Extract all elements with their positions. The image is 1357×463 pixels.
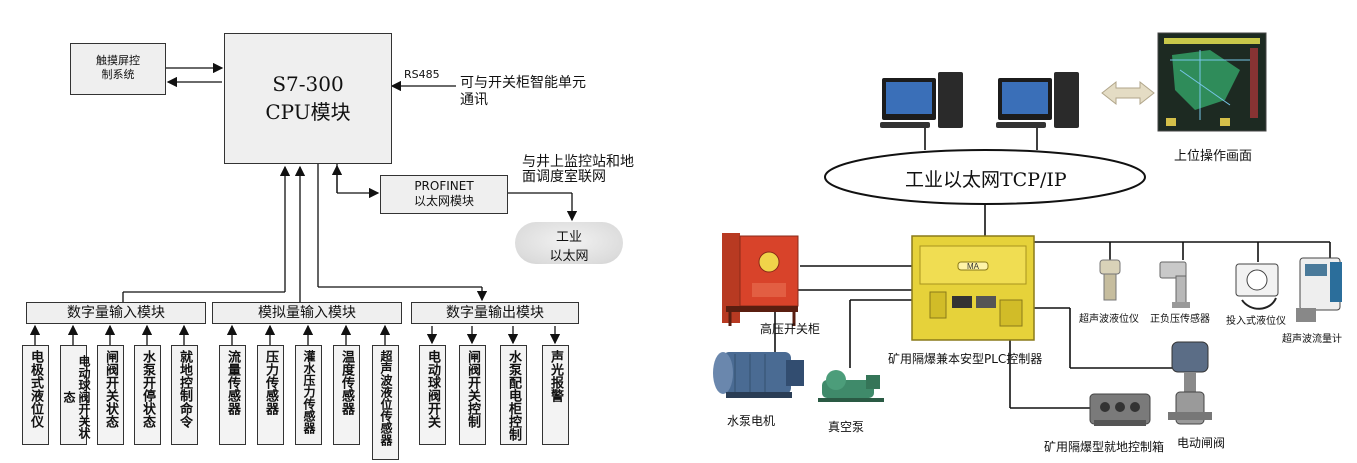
- digital-output-module: 数字量输出模块: [411, 302, 579, 324]
- network-label: 工业以太网TCP/IP: [905, 169, 1067, 191]
- item-text: 压力传感器: [263, 350, 278, 415]
- analog-input-item: 流量传感器: [219, 345, 246, 445]
- digital-output-item: 电动球阀开关: [419, 345, 446, 445]
- high-voltage-cabinet-image: [722, 233, 799, 326]
- digital-output-title: 数字量输出模块: [446, 305, 544, 321]
- item-text: 就地控制命令: [177, 350, 192, 428]
- item-text: 水泵配电柜控制: [506, 350, 521, 441]
- vacuum-pump-image: [818, 370, 884, 402]
- item-text: 温度传感器: [339, 350, 354, 415]
- plc-caption: 矿用隔爆兼本安型PLC控制器: [888, 352, 1043, 366]
- item-text: 电动球阀开关: [425, 350, 440, 428]
- digital-output-item: 闸阀开关控制: [459, 345, 486, 445]
- digital-input-title: 数字量输入模块: [67, 305, 165, 321]
- ultrasonic-flow-caption: 超声波流量计: [1282, 334, 1342, 345]
- hmi-caption: 上位操作画面: [1174, 149, 1253, 164]
- profinet-line1: PROFINET: [414, 179, 474, 193]
- plc-controller-image: [911, 235, 1035, 341]
- digital-input-item: 电动球阀开关状态: [60, 345, 91, 445]
- analog-input-item: 温度传感器: [333, 345, 360, 445]
- analog-input-item: 压力传感器: [257, 345, 284, 445]
- item-text: 声光报警: [548, 350, 563, 402]
- ultrasonic-level-caption: 超声波液位仪: [1079, 314, 1139, 325]
- ultrasonic-level-image: [1099, 259, 1121, 301]
- item-text: 闸阀开关控制: [465, 350, 480, 428]
- touch-line1: 触摸屏控: [96, 54, 140, 67]
- cloud-line2: 以太网: [549, 249, 589, 264]
- item-text: 电动球阀开关状态: [62, 355, 91, 439]
- profinet-line2: 以太网模块: [413, 194, 474, 208]
- ethernet-ellipse: [824, 149, 1146, 205]
- gate-valve-caption: 电动闸阀: [1177, 436, 1226, 450]
- cloud-line1: 工业: [555, 230, 582, 245]
- profinet-box: PROFINET 以太网模块: [380, 175, 508, 214]
- analog-input-item: 超声波液位传感器: [372, 345, 399, 460]
- digital-input-item: 就地控制命令: [171, 345, 198, 445]
- item-text: 超声波液位传感器: [379, 350, 393, 446]
- ethernet-cloud: 工业 以太网: [515, 222, 623, 264]
- touch-screen-box: 触摸屏控 制系统: [70, 43, 166, 95]
- local-box-caption: 矿用隔爆型就地控制箱: [1044, 440, 1165, 454]
- item-text: 灌水压力传感器: [302, 350, 316, 434]
- digital-input-module: 数字量输入模块: [26, 302, 206, 324]
- digital-input-item: 水泵开停状态: [134, 345, 161, 445]
- pressure-sensor-image: [1159, 261, 1190, 308]
- cpu-line1: S7-300: [272, 72, 344, 96]
- pump-motor-caption: 水泵电机: [727, 414, 776, 428]
- item-text: 水泵开停状态: [140, 350, 155, 428]
- analog-input-module: 模拟量输入模块: [212, 302, 402, 324]
- switch-note-line2: 通讯: [460, 92, 488, 108]
- rs485-label: RS485: [404, 68, 440, 81]
- local-control-box-image: [1089, 393, 1151, 426]
- touch-line2: 制系统: [101, 68, 135, 81]
- cpu-module-box: S7-300 CPU模块: [224, 33, 392, 164]
- input-level-caption: 投入式液位仪: [1226, 316, 1286, 327]
- vacuum-pump-caption: 真空泵: [828, 420, 865, 434]
- analog-input-item: 灌水压力传感器: [295, 345, 322, 445]
- pump-motor-image: [713, 352, 804, 398]
- double-arrow-icon: [1101, 80, 1155, 106]
- analog-input-title: 模拟量输入模块: [258, 305, 356, 321]
- ultrasonic-flow-image: [1296, 257, 1342, 322]
- digital-output-item: 水泵配电柜控制: [500, 345, 527, 445]
- digital-output-item: 声光报警: [542, 345, 569, 445]
- digital-input-item: 电极式液位仪: [22, 345, 49, 445]
- item-text: 流量传感器: [225, 350, 240, 415]
- monitor-note-line1: 与井上监控站和地: [522, 154, 634, 170]
- plc-badge: MA: [967, 262, 980, 271]
- switch-note-line1: 可与开关柜智能单元: [460, 75, 586, 91]
- digital-input-item: 闸阀开关状态: [97, 345, 124, 445]
- computer-icon: [880, 72, 963, 128]
- cpu-line2: CPU模块: [265, 100, 351, 124]
- input-level-image: [1235, 263, 1279, 310]
- gate-valve-image: [1168, 341, 1212, 425]
- monitor-note-line2: 面调度室联网: [522, 169, 606, 185]
- computer-icon: [996, 72, 1079, 128]
- hmi-screen-image: [1157, 32, 1267, 132]
- pressure-sensor-caption: 正负压传感器: [1150, 314, 1210, 325]
- item-text: 电极式液位仪: [28, 350, 43, 428]
- item-text: 闸阀开关状态: [103, 350, 118, 428]
- high-voltage-caption: 高压开关柜: [760, 322, 821, 336]
